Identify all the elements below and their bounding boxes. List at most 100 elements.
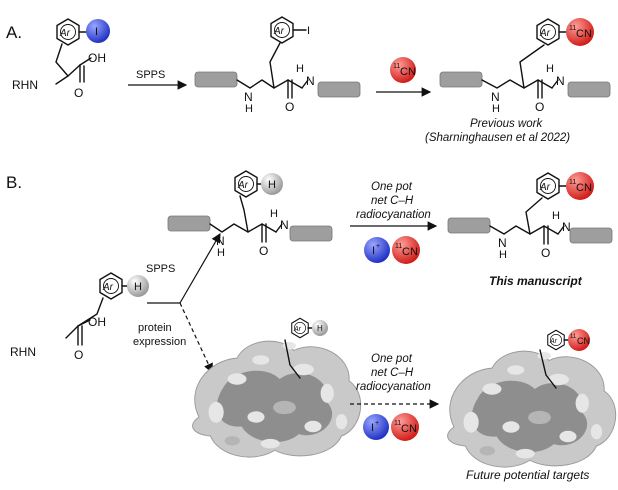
- hydrogen-ball-icon: [127, 275, 149, 297]
- cn-label: CN: [401, 423, 417, 435]
- onepot-line3-top: radiocyanation: [356, 209, 431, 221]
- isotope-label: 11: [394, 420, 401, 427]
- plus-label: +: [376, 243, 380, 250]
- cn-label: CN: [577, 336, 590, 346]
- panel-a-label: A.: [6, 23, 22, 42]
- ar-label: Ar: [539, 182, 551, 193]
- phenylalanine-amino-acid: Ar H RHN OH O: [10, 272, 149, 362]
- iodonium-reagent-top: I +: [364, 237, 390, 263]
- previous-work-caption: Previous work: [470, 118, 543, 130]
- protein-expression-arrow: [179, 302, 213, 374]
- iodine-label: I: [95, 26, 98, 38]
- ar-label: Ar: [293, 326, 302, 333]
- amide-n-label: N: [244, 90, 253, 104]
- cyanide-ball-icon: [392, 236, 420, 264]
- iodo-amino-acid: Ar I RHN OH O: [12, 18, 110, 100]
- amide-n-label: N: [562, 220, 571, 234]
- iodonium-label: I: [371, 422, 374, 434]
- resin-block-left: [439, 71, 483, 88]
- onepot-line3-bottom: radiocyanation: [356, 381, 431, 393]
- resin-block-right: [317, 81, 361, 98]
- cn-label: CN: [400, 66, 416, 78]
- iodonium-ball-icon: [364, 237, 390, 263]
- amide-h-label: H: [492, 103, 500, 115]
- onepot-line1-bottom: One pot: [371, 353, 413, 365]
- onepot-line1-top: One pot: [371, 181, 413, 193]
- spps-label-b: SPPS: [146, 263, 175, 275]
- amide-n-label: N: [280, 218, 289, 232]
- ar-label: Ar: [237, 180, 249, 191]
- this-manuscript-caption: This manuscript: [489, 274, 583, 288]
- protein-h: Ar H: [192, 317, 362, 458]
- hydrogen-label: H: [317, 324, 323, 333]
- iodine-ball-icon: [86, 19, 110, 43]
- cyanide-ball-icon: [568, 329, 590, 351]
- isotope-label: 11: [395, 243, 402, 250]
- isotope-label: 11: [570, 334, 577, 340]
- future-targets-caption: Future potential targets: [466, 468, 589, 482]
- cn-label: CN: [576, 28, 592, 40]
- resin-block-right: [567, 81, 611, 98]
- amide-n-label: N: [216, 234, 225, 248]
- onepot-line2-bottom: net C–H: [371, 367, 414, 379]
- isotope-label: 11: [569, 25, 576, 32]
- cyanide-ball-icon: [391, 413, 419, 441]
- amide-n-label: N: [306, 74, 315, 88]
- onepot-line2-top: net C–H: [371, 195, 414, 207]
- cyanide-ball-icon: [566, 172, 594, 200]
- oh-label: OH: [88, 51, 106, 65]
- resin-block-right: [289, 225, 333, 242]
- carbonyl-o-label: O: [285, 100, 294, 114]
- carbonyl-o-label: O: [74, 86, 83, 100]
- ar-label: Ar: [539, 28, 551, 39]
- carbonyl-o-label: O: [541, 246, 550, 260]
- amide-h-label: H: [270, 208, 278, 220]
- isotope-label: 11: [393, 63, 400, 70]
- carbonyl-o-label: O: [74, 348, 83, 362]
- cyanide-ball-icon: [390, 57, 416, 83]
- cyanide-reagent-a: 11 CN: [390, 57, 416, 83]
- cn-label: CN: [402, 246, 418, 258]
- rhn-label: RHN: [10, 345, 36, 359]
- iodonium-label: I: [372, 245, 375, 257]
- hydrogen-ball-icon: [312, 320, 328, 336]
- amide-h-label: H: [296, 63, 304, 75]
- plus-label: +: [375, 420, 379, 427]
- hydrogen-label: H: [134, 281, 142, 293]
- spps-arrow-b: [179, 232, 221, 304]
- iodo-peptide: Ar I N H H N O: [194, 16, 361, 115]
- iodine-label: I: [307, 25, 310, 37]
- protein-cn: Ar 11 CN: [447, 329, 617, 468]
- cyanide-ball-icon: [566, 18, 594, 46]
- amide-h-label: H: [217, 247, 225, 259]
- cyano-peptide: Ar 11 CN N H H N O: [439, 18, 611, 115]
- amide-h-label: H: [552, 210, 560, 222]
- resin-block-left: [167, 215, 211, 232]
- resin-block-left: [194, 71, 238, 88]
- amide-h-label: H: [245, 103, 253, 115]
- ar-label: Ar: [102, 282, 114, 293]
- cn-label: CN: [576, 182, 592, 194]
- protein-label-line1: protein: [138, 322, 172, 334]
- amide-n-label: N: [498, 236, 507, 250]
- amide-n-label: N: [556, 74, 565, 88]
- amide-h-label: H: [546, 63, 554, 75]
- iodonium-reagent-bottom: I +: [363, 414, 389, 440]
- oh-label: OH: [88, 315, 106, 329]
- amide-n-label: N: [491, 90, 500, 104]
- ar-label: Ar: [59, 28, 71, 39]
- cyanide-reagent-top: 11 CN: [392, 236, 420, 264]
- carbonyl-o-label: O: [535, 100, 544, 114]
- hydrogen-label: H: [268, 179, 276, 191]
- hydrogen-ball-icon: [261, 173, 283, 195]
- previous-work-citation: (Sharninghausen et al 2022): [425, 132, 570, 144]
- cyano-peptide-b: Ar 11 CN N H H N O: [447, 172, 613, 261]
- ar-label: Ar: [549, 338, 558, 345]
- ar-label: Ar: [273, 26, 285, 37]
- carbonyl-o-label: O: [259, 244, 268, 258]
- resin-block-left: [447, 217, 491, 234]
- cyanide-reagent-bottom: 11 CN: [391, 413, 419, 441]
- protein-label-line2: expression: [133, 336, 186, 348]
- resin-block-right: [569, 227, 613, 244]
- iodonium-ball-icon: [363, 414, 389, 440]
